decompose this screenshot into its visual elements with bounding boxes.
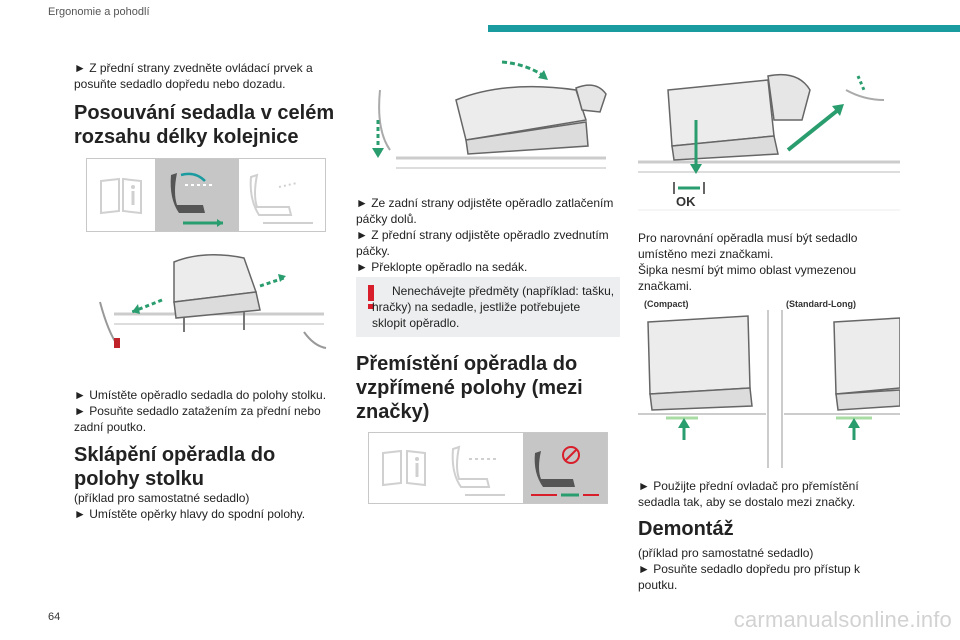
steps-fold-list: ► Ze zadní strany odjistěte opěradlo zat…: [356, 195, 620, 275]
warning-text: Nenechávejte předměty (například: tašku,…: [372, 284, 615, 330]
watermark: carmanualsonline.info: [733, 607, 952, 632]
paragraph-arrow-limit: Šipka nesmí být mimo oblast vymezenou zn…: [638, 263, 857, 293]
seat-recline-icon: [239, 159, 325, 231]
section-heading-fold: Sklápění opěradla do polohy stolku: [74, 444, 276, 490]
seat-recline-icon-active: [523, 433, 607, 503]
fold-intro: (příklad pro samostatné sedadlo) ► Umíst…: [74, 490, 339, 522]
icon-strip-rail: [86, 158, 326, 232]
running-header: Ergonomie a pohodlí: [48, 6, 150, 18]
manual-book-icon: [87, 159, 155, 231]
step-headrests-down: ► Umístěte opěrky hlavy do spodní polohy…: [74, 507, 306, 521]
label-compact: (Compact): [644, 299, 689, 309]
section-heading-upright: Přemístění opěradla do vzpřímené polohy …: [356, 353, 583, 423]
illustration-compact-standard: (Compact) (Standard-Long): [638, 298, 900, 470]
seat-slide-icon-active: [155, 159, 239, 231]
step-slide-forward: ► Posuňte sedadlo dopředu pro přístup k …: [638, 562, 861, 592]
step-unlock-rear: ► Ze zadní strany odjistěte opěradlo zat…: [356, 196, 614, 226]
header-accent-bar: [488, 25, 960, 32]
manual-book-icon: [369, 433, 439, 503]
paragraph-between-marks: Pro narovnání opěradla musí být sedadlo …: [638, 231, 858, 261]
removal-intro: (příklad pro samostatné sedadlo) ► Posuň…: [638, 545, 900, 593]
ok-label: OK: [676, 194, 696, 209]
label-standard-long: (Standard-Long): [786, 299, 856, 309]
section-heading-removal: Demontáž: [638, 518, 734, 540]
paren-example-single: (příklad pro samostatné sedadlo): [74, 491, 250, 505]
marks-explanation: Pro narovnání opěradla musí být sedadlo …: [638, 230, 900, 294]
seat-slide-icon: [439, 433, 523, 503]
step-unlock-front: ► Z přední strany odjistěte opěradlo zve…: [356, 228, 609, 258]
steps-rail-list: ► Umístěte opěradlo sedadla do polohy st…: [74, 387, 339, 435]
illustration-seat-between-marks: OK: [638, 50, 900, 222]
step-table-position: ► Umístěte opěradlo sedadla do polohy st…: [74, 388, 327, 402]
intro-instruction: ► Z přední strany zvedněte ovládací prve…: [74, 61, 313, 91]
page-number: 64: [48, 611, 61, 623]
step-move-between-marks: ► Použijte přední ovladač pro přemístění…: [638, 479, 859, 509]
paren-example-single-2: (příklad pro samostatné sedadlo): [638, 546, 814, 560]
step-slide-seat: ► Posuňte sedadlo zatažením za přední ne…: [74, 404, 321, 434]
icon-strip-upright: [368, 432, 608, 504]
section-heading-rail: Posouvání sedadla v celém rozsahu délky …: [74, 102, 335, 148]
illustration-fold-backrest: [356, 50, 621, 180]
illustration-seat-table-position: [74, 242, 344, 372]
step-fold-onto-seat: ► Překlopte opěradlo na sedák.: [356, 260, 528, 274]
warning-note: Nenechávejte předměty (například: tašku,…: [356, 277, 620, 337]
warning-exclamation-icon: [368, 285, 374, 309]
